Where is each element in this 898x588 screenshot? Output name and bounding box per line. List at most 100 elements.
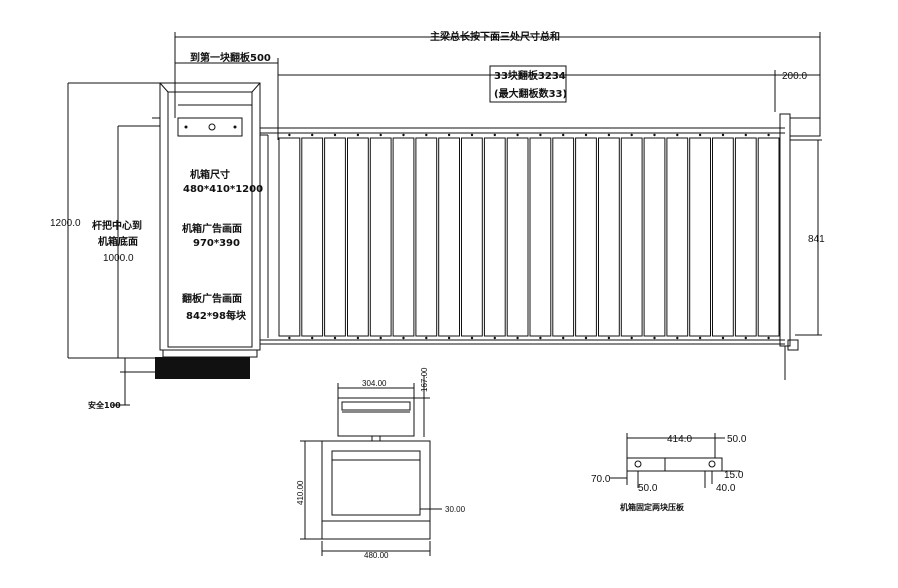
panel-hinge-icon xyxy=(630,336,633,340)
bottom-width-label: 480.00 xyxy=(364,551,389,560)
top-width-label: 304.00 xyxy=(362,379,387,388)
panel-hinge-icon xyxy=(311,336,314,340)
flap-panel xyxy=(734,137,757,337)
flap-panels xyxy=(278,133,780,340)
offset-label: 30.00 xyxy=(445,505,466,514)
flap-panel xyxy=(461,137,483,337)
panel-hinge-icon xyxy=(356,133,360,137)
end-length-label: 200.0 xyxy=(782,71,807,82)
bracket-length-label: 414.0 xyxy=(667,434,692,445)
bracket-width-label: 40.0 xyxy=(716,483,736,494)
cabinet-size-title: 机箱尺寸 xyxy=(190,168,230,181)
first-panel-dimension xyxy=(175,58,279,140)
panel-hinge-icon xyxy=(721,336,725,340)
flap-panel xyxy=(757,137,780,337)
panel-ad-value: 842*98每块 xyxy=(186,309,247,322)
flap-panel xyxy=(415,137,438,337)
panel-hinge-icon xyxy=(767,336,770,340)
total-height-label: 1200.0 xyxy=(50,218,81,229)
arm-center-label-2: 机箱底面 xyxy=(98,235,138,248)
panel-ad-title: 翻板广告画面 xyxy=(182,292,242,305)
panel-hinge-icon xyxy=(653,133,656,137)
panels-dimension xyxy=(278,65,820,112)
bracket-view xyxy=(610,433,740,488)
flap-panel xyxy=(643,137,666,337)
panel-height-label: 841 xyxy=(808,234,825,245)
flap-panel xyxy=(575,137,597,337)
flap-panel xyxy=(689,137,712,337)
gate-beam xyxy=(260,113,821,380)
panel-hinge-icon xyxy=(402,336,405,340)
panel-hinge-icon xyxy=(584,336,588,340)
panels-max-label: (最大翻板数33) xyxy=(494,87,567,100)
cabinet-top-view xyxy=(300,375,442,556)
flap-panel xyxy=(483,137,506,337)
flap-panel xyxy=(552,137,575,337)
panel-hinge-icon xyxy=(744,336,747,340)
bracket-bottom-label: 50.0 xyxy=(638,483,658,494)
panel-hinge-icon xyxy=(425,133,428,137)
panel-hinge-icon xyxy=(493,336,496,340)
panel-hinge-icon xyxy=(333,336,337,340)
panel-hinge-icon xyxy=(493,133,496,137)
panel-hinge-icon xyxy=(584,133,588,137)
flap-panel xyxy=(506,137,529,337)
panel-height-dimension xyxy=(795,139,822,336)
panel-hinge-icon xyxy=(653,336,656,340)
panel-hinge-icon xyxy=(379,133,382,137)
panel-hinge-icon xyxy=(516,133,519,137)
panel-hinge-icon xyxy=(539,336,542,340)
cabinet-ad-title: 机箱广告画面 xyxy=(182,222,242,235)
panel-hinge-icon xyxy=(447,133,451,137)
panel-hinge-icon xyxy=(425,336,428,340)
side-height-label: 410.00 xyxy=(296,480,305,505)
flap-panel xyxy=(666,137,689,337)
flap-panel xyxy=(598,137,620,337)
flap-panel xyxy=(392,137,415,337)
flap-panel xyxy=(324,137,346,337)
panel-hinge-icon xyxy=(447,336,451,340)
flap-panel xyxy=(438,137,461,337)
panel-hinge-icon xyxy=(516,336,519,340)
panel-hinge-icon xyxy=(379,336,382,340)
flap-panel xyxy=(529,137,552,337)
panels-count-label: 33块翻板3234 xyxy=(494,69,566,82)
cabinet-size-value: 480*410*1200 xyxy=(183,184,263,195)
panel-hinge-icon xyxy=(767,133,770,137)
bracket-caption: 机箱固定两块压板 xyxy=(620,502,685,512)
flap-panel xyxy=(369,137,392,337)
panel-hinge-icon xyxy=(562,336,565,340)
cabinet-ad-value: 970*390 xyxy=(193,238,240,249)
flap-panel xyxy=(347,137,369,337)
safety-label: 安全100 xyxy=(88,400,121,410)
panel-hinge-icon xyxy=(698,336,702,340)
panel-hinge-icon xyxy=(721,133,725,137)
panel-hinge-icon xyxy=(402,133,405,137)
total-length-label: 主梁总长按下面三处尺寸总和 xyxy=(430,30,560,43)
flap-panel xyxy=(301,137,324,337)
panel-hinge-icon xyxy=(288,336,291,340)
panel-hinge-icon xyxy=(744,133,747,137)
panel-hinge-icon xyxy=(607,336,611,340)
first-panel-label: 到第一块翻板500 xyxy=(190,51,271,64)
bracket-right-label: 50.0 xyxy=(727,434,747,445)
bracket-small-label: 15.0 xyxy=(724,470,744,481)
arm-center-value: 1000.0 xyxy=(103,253,134,264)
flap-panel xyxy=(620,137,643,337)
panel-hinge-icon xyxy=(333,133,337,137)
panel-hinge-icon xyxy=(470,133,474,137)
cabinet-screw-icon xyxy=(233,125,237,129)
panel-hinge-icon xyxy=(630,133,633,137)
cabinet-screw-icon xyxy=(184,125,188,129)
panel-hinge-icon xyxy=(311,133,314,137)
panel-hinge-icon xyxy=(562,133,565,137)
panel-hinge-icon xyxy=(676,133,679,137)
panel-hinge-icon xyxy=(698,133,702,137)
panel-hinge-icon xyxy=(470,336,474,340)
cabinet-lock-icon xyxy=(208,123,216,131)
height-dimensions xyxy=(67,82,160,406)
bracket-left-height-label: 70.0 xyxy=(591,474,611,485)
cabinet-base-block xyxy=(155,357,250,379)
